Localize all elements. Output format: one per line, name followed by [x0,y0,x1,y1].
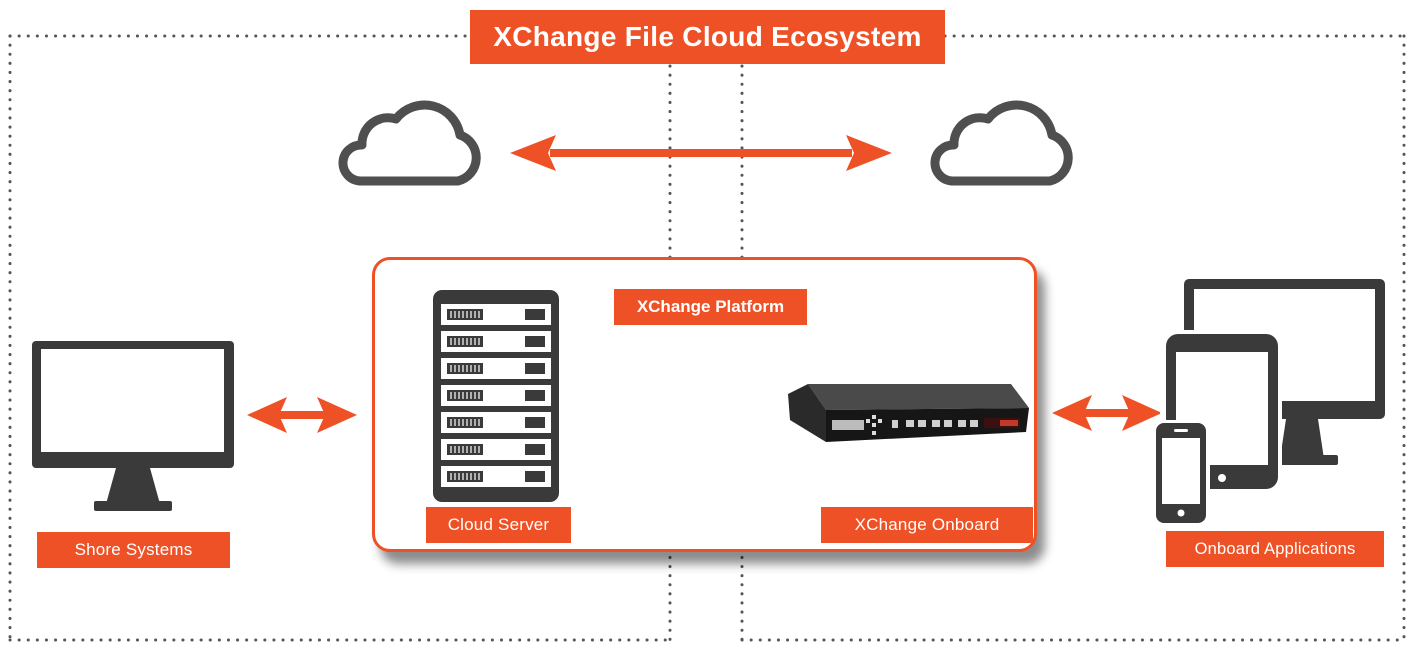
desktop-monitor-icon [32,341,234,511]
xchange-onboard-label: XChange Onboard [821,507,1033,543]
server-rack-icon [433,290,559,502]
cloud-icon [930,100,1073,186]
diagram-title: XChange File Cloud Ecosystem [470,10,945,64]
onboard-applications-label: Onboard Applications [1166,531,1384,567]
cloud-server-label: Cloud Server [426,507,571,543]
double-arrow-icon [510,135,892,171]
shore-systems-label: Shore Systems [37,532,230,568]
smartphone-icon [1152,420,1210,526]
platform-label: XChange Platform [614,289,807,325]
double-arrow-icon [1052,395,1162,431]
double-arrow-icon [247,397,357,433]
cloud-icon [338,100,481,186]
rack-appliance-icon [788,384,1029,442]
